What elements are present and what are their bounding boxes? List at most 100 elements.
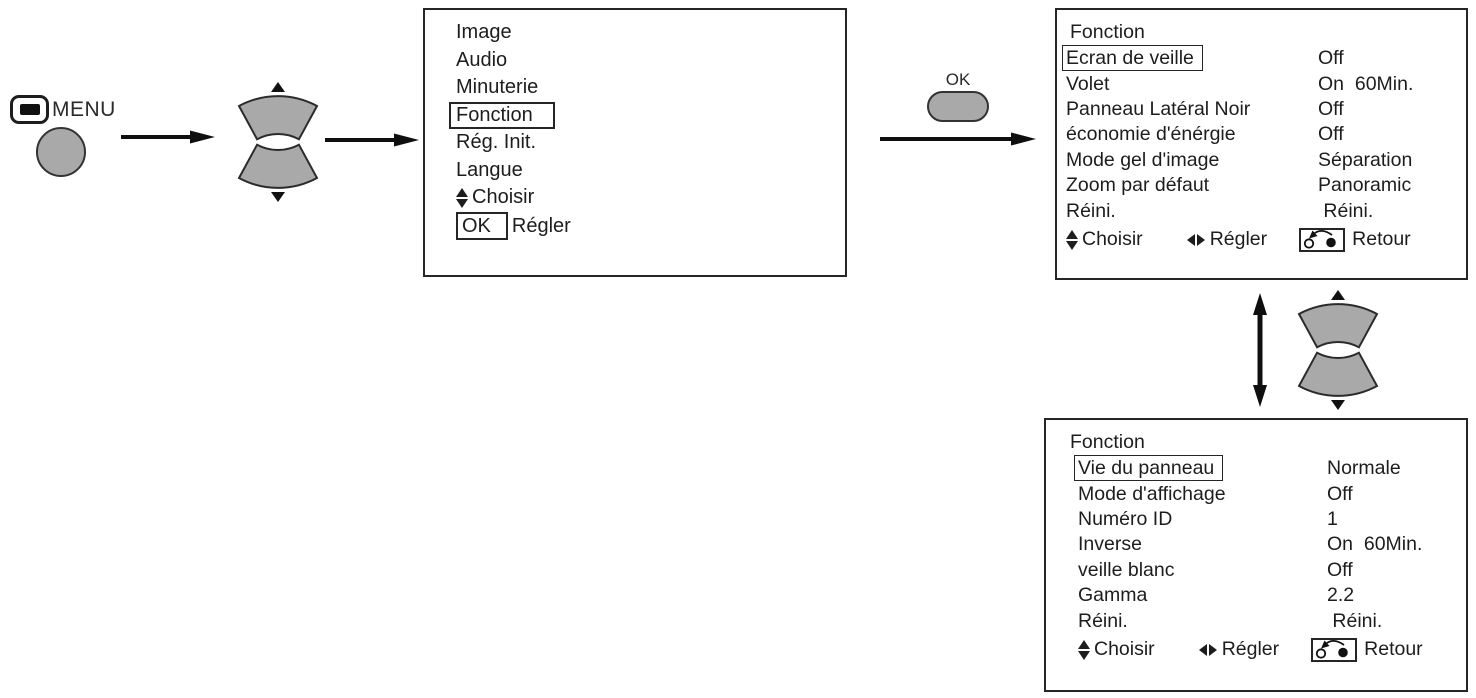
row-veille-blanc[interactable]: veille blanc Off xyxy=(1046,558,1466,583)
main-menu-screen: Image Audio Minuterie Fonction Rég. Init… xyxy=(423,8,847,277)
menu-item-image[interactable]: Image xyxy=(456,21,512,43)
row-ecran-de-veille[interactable]: Ecran de veille Off xyxy=(1057,45,1466,72)
row-value: Réini. xyxy=(1327,609,1383,632)
left-right-icon xyxy=(1198,643,1217,656)
row-value: Off xyxy=(1318,97,1344,120)
menu-icon xyxy=(10,95,49,124)
row-inverse[interactable]: Inverse On 60Min. xyxy=(1046,532,1466,557)
up-down-icon xyxy=(1078,639,1090,660)
up-down-icon xyxy=(1066,229,1078,250)
row-mode-affichage[interactable]: Mode d'affichage Off xyxy=(1046,481,1466,506)
retour-hint: Retour xyxy=(1311,637,1423,662)
retour-hint: Retour xyxy=(1299,227,1411,252)
screen-title: Fonction xyxy=(1070,431,1145,453)
menu-item-minuterie[interactable]: Minuterie xyxy=(456,76,539,98)
row-label: Mode gel d'image xyxy=(1066,148,1220,171)
choisir-hint-label: Choisir xyxy=(1094,638,1155,661)
down-arrow-icon xyxy=(1331,400,1345,410)
row-value: On 60Min. xyxy=(1318,72,1414,95)
choisir-hint-label: Choisir xyxy=(472,186,535,208)
menu-icon-screen xyxy=(19,104,40,115)
row-panneau-lateral-noir[interactable]: Panneau Latéral Noir Off xyxy=(1057,97,1466,122)
choisir-hint-label: Choisir xyxy=(1082,228,1143,251)
choisir-hint: Choisir xyxy=(1078,638,1155,661)
menu-key[interactable] xyxy=(36,127,86,177)
row-value: 1 xyxy=(1327,507,1338,530)
row-value: On 60Min. xyxy=(1327,533,1423,556)
selection-box: Ecran de veille xyxy=(1062,45,1203,72)
menu-button-group: MENU xyxy=(10,95,116,177)
updown-keys-right xyxy=(1297,290,1379,410)
left-right-icon xyxy=(1186,233,1205,246)
fonction-screen-2: Fonction Vie du panneau Normale Mode d'a… xyxy=(1044,418,1468,692)
selection-box: Fonction xyxy=(449,101,555,129)
down-arrow-icon xyxy=(271,192,285,202)
screen-footer: Choisir Régler Retour xyxy=(1046,636,1466,664)
down-key[interactable] xyxy=(237,143,319,189)
down-key[interactable] xyxy=(1297,351,1379,397)
choisir-hint: Choisir xyxy=(1066,228,1143,251)
row-value: Off xyxy=(1318,47,1344,70)
flow-arrow-1 xyxy=(121,130,215,144)
row-label: Panneau Latéral Noir xyxy=(1066,97,1251,120)
choisir-hint: Choisir xyxy=(456,184,845,212)
row-value: 2.2 xyxy=(1327,584,1355,607)
row-label: Gamma xyxy=(1078,584,1148,607)
screen-footer: Choisir Régler Retour xyxy=(1057,226,1466,254)
row-vie-du-panneau[interactable]: Vie du panneau Normale xyxy=(1046,455,1466,482)
up-arrow-icon xyxy=(271,82,285,92)
row-volet[interactable]: Volet On 60Min. xyxy=(1057,71,1466,96)
row-label: veille blanc xyxy=(1078,558,1175,581)
menu-item-fonction-selected[interactable]: Fonction xyxy=(449,101,845,130)
row-value: Off xyxy=(1318,123,1344,146)
flow-arrow-2 xyxy=(325,133,419,147)
return-key-icon xyxy=(1299,227,1346,252)
row-numero-id[interactable]: Numéro ID 1 xyxy=(1046,507,1466,532)
row-label: Mode d'affichage xyxy=(1078,482,1226,505)
row-label: Inverse xyxy=(1078,533,1142,556)
row-label: Volet xyxy=(1066,72,1110,95)
ok-key-group: OK xyxy=(927,70,989,122)
row-label: Numéro ID xyxy=(1078,507,1173,530)
menu-item-langue[interactable]: Langue xyxy=(456,158,523,181)
ok-key[interactable] xyxy=(927,91,989,122)
row-label: Réini. xyxy=(1078,609,1128,632)
row-label: économie d'énérgie xyxy=(1066,123,1236,146)
fonction-screen-1: Fonction Ecran de veille Off Volet On 60… xyxy=(1055,8,1468,280)
row-mode-gel-image[interactable]: Mode gel d'image Séparation xyxy=(1057,148,1466,173)
up-down-icon xyxy=(456,187,468,208)
menu-item-reg-init[interactable]: Rég. Init. xyxy=(456,131,537,153)
return-key-icon xyxy=(1311,637,1358,662)
regler-hint: Régler xyxy=(1198,638,1280,661)
row-value: Normale xyxy=(1327,457,1401,480)
flow-arrow-3 xyxy=(880,132,1036,146)
row-value: Off xyxy=(1327,482,1353,505)
ok-key-label: OK xyxy=(945,70,971,89)
row-zoom-par-defaut[interactable]: Zoom par défaut Panoramic xyxy=(1057,173,1466,198)
row-reini[interactable]: Réini. Réini. xyxy=(1057,198,1466,223)
row-gamma[interactable]: Gamma 2.2 xyxy=(1046,583,1466,608)
row-economie-energie[interactable]: économie d'énérgie Off xyxy=(1057,122,1466,147)
updown-keys-left xyxy=(237,82,319,202)
row-value: Séparation xyxy=(1318,148,1413,171)
row-value: Réini. xyxy=(1318,199,1374,222)
retour-hint-label: Retour xyxy=(1352,228,1411,251)
up-key[interactable] xyxy=(1297,303,1379,349)
row-label: Zoom par défaut xyxy=(1066,174,1210,197)
regler-hint: Régler xyxy=(1186,228,1268,251)
regler-hint-label: Régler xyxy=(1221,638,1280,661)
up-key[interactable] xyxy=(237,95,319,141)
ok-key-icon: OK xyxy=(456,211,508,240)
row-reini[interactable]: Réini. Réini. xyxy=(1046,608,1466,633)
row-value: Panoramic xyxy=(1318,174,1412,197)
menu-item-audio[interactable]: Audio xyxy=(456,48,508,71)
regler-hint-label: Régler xyxy=(511,214,571,237)
row-value: Off xyxy=(1327,558,1353,581)
selection-box: Vie du panneau xyxy=(1074,455,1224,482)
retour-hint-label: Retour xyxy=(1364,638,1423,661)
screen-title: Fonction xyxy=(1070,21,1145,43)
row-label: Réini. xyxy=(1066,199,1116,222)
regler-hint-label: Régler xyxy=(1209,228,1268,251)
